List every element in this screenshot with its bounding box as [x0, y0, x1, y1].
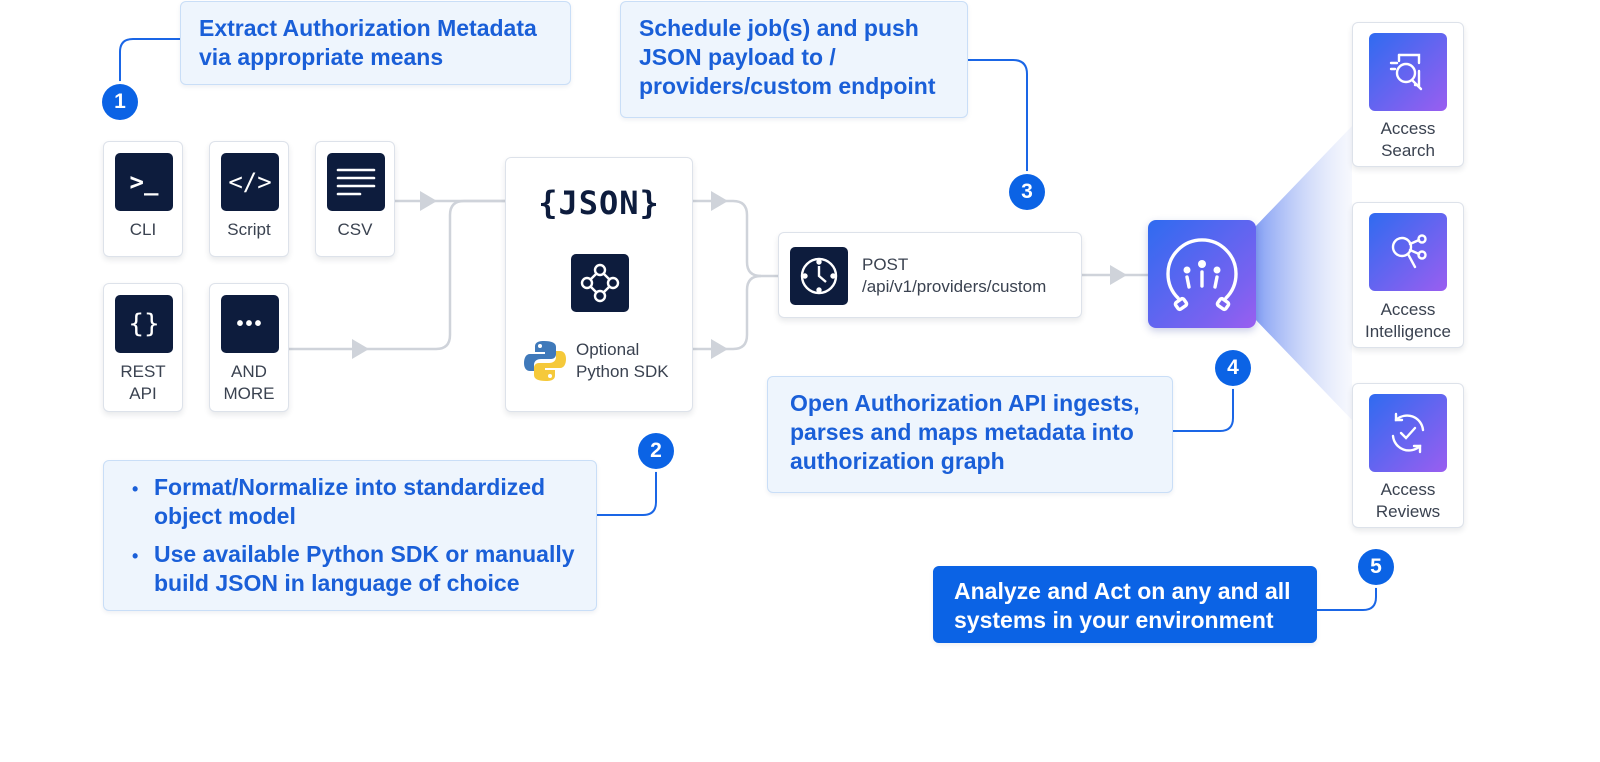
step-2-bullet-1-line-2: object model	[154, 503, 296, 529]
source-more-label: AND MORE	[210, 361, 288, 405]
service-access-reviews: Access Reviews	[1352, 383, 1464, 528]
more-dots-icon: •••	[221, 295, 279, 353]
service-access-search-label: Access Search	[1353, 118, 1463, 162]
step-1-callout: Extract Authorization Metadata via appro…	[180, 1, 571, 85]
step-3-text-line-1: Schedule job(s) and push	[639, 15, 919, 41]
step-2-bullet-2-line-2: build JSON in language of choice	[154, 570, 520, 596]
step-3-text-line-3: providers/custom endpoint	[639, 73, 936, 99]
step-2-bullet-1-line-1: Format/Normalize into standardized	[154, 474, 546, 500]
step-2-bullet-1: Format/Normalize into standardized objec…	[154, 473, 545, 531]
step-1-badge: 1	[102, 84, 138, 120]
step-4-text-line-3: authorization graph	[790, 448, 1005, 474]
source-more-label-line-2: MORE	[223, 384, 275, 403]
service-access-search: Access Search	[1352, 22, 1464, 167]
service-access-intelligence-label-line-1: Access	[1380, 300, 1436, 319]
bullet-dot-1: •	[132, 479, 139, 499]
python-sdk-label-line-2: Python SDK	[576, 362, 669, 381]
connector-more	[289, 199, 505, 351]
arrow-json-out	[711, 191, 728, 211]
leader-step-1	[119, 38, 180, 102]
leader-step-5	[1317, 567, 1377, 611]
endpoint-method: POST	[862, 255, 909, 274]
authorization-hub-icon	[1148, 220, 1256, 328]
step-2-callout: • Format/Normalize into standardized obj…	[103, 460, 597, 611]
step-3-badge: 3	[1009, 174, 1045, 210]
service-access-search-label-line-1: Access	[1380, 119, 1436, 138]
step-2-badge: 2	[638, 433, 674, 469]
step-1-text-line-2: via appropriate means	[199, 44, 444, 70]
source-csv: CSV	[315, 141, 395, 257]
python-sdk-label-line-1: Optional	[576, 340, 640, 359]
arrow-sdk-out	[711, 339, 728, 359]
step-5-badge: 5	[1358, 549, 1394, 585]
step-4-text-line-2: parses and maps metadata into	[790, 419, 1134, 445]
arrow-endpoint-hub	[1110, 265, 1127, 285]
arrow-csv	[420, 191, 437, 211]
source-rest-label-line-2: API	[129, 384, 157, 403]
document-lines-icon	[327, 153, 385, 211]
scheduler-clock-icon	[790, 247, 848, 305]
leader-step-3	[968, 59, 1028, 192]
hub-beam	[1254, 126, 1352, 420]
endpoint-card: POST /api/v1/providers/custom	[778, 232, 1082, 318]
step-1-text-line-1: Extract Authorization Metadata	[199, 15, 537, 41]
service-access-reviews-label-line-2: Reviews	[1375, 502, 1441, 521]
json-logo: {JSON}	[538, 184, 660, 222]
python-sdk-label: Optional Python SDK	[576, 339, 669, 383]
connector-sdk-out	[693, 274, 762, 351]
step-5-text-line-2: systems in your environment	[954, 607, 1274, 633]
connector-json-out	[693, 199, 778, 278]
step-3-text-line-2: JSON payload to /	[639, 44, 836, 70]
source-more-label-line-1: AND	[231, 362, 267, 381]
magnifier-graph-icon	[1369, 213, 1447, 291]
step-5-callout: Analyze and Act on any and all systems i…	[933, 566, 1317, 643]
service-access-intelligence-label-line-2: Intelligence	[1364, 322, 1451, 341]
terminal-icon: >_	[115, 153, 173, 211]
code-icon: </>	[221, 153, 279, 211]
refresh-check-icon	[1369, 394, 1447, 472]
source-cli-label: CLI	[129, 220, 157, 239]
leader-step-2	[597, 452, 657, 516]
search-document-icon	[1369, 33, 1447, 111]
source-and-more: ••• AND MORE	[209, 283, 289, 412]
object-model-icon	[571, 254, 629, 312]
format-card: {JSON} Optional Python SDK	[505, 157, 693, 412]
source-script-label: Script	[227, 220, 271, 239]
source-rest-api: {} REST API	[103, 283, 183, 412]
service-access-intelligence-label: Access Intelligence	[1353, 299, 1463, 343]
step-4-text-line-1: Open Authorization API ingests,	[790, 390, 1140, 416]
service-access-reviews-label-line-1: Access	[1380, 480, 1436, 499]
service-access-intelligence: Access Intelligence	[1352, 202, 1464, 348]
source-cli: >_ CLI	[103, 141, 183, 257]
step-3-callout: Schedule job(s) and push JSON payload to…	[620, 1, 968, 118]
source-rest-label-line-1: REST	[120, 362, 166, 381]
step-2-bullet-2-line-1: Use available Python SDK or manually	[154, 541, 575, 567]
source-script: </> Script	[209, 141, 289, 257]
step-4-badge: 4	[1215, 350, 1251, 386]
bullet-dot-2: •	[132, 546, 139, 566]
step-5-text-line-1: Analyze and Act on any and all	[954, 578, 1291, 604]
source-rest-label: REST API	[104, 361, 182, 405]
braces-icon: {}	[115, 295, 173, 353]
service-access-reviews-label: Access Reviews	[1353, 479, 1463, 523]
step-4-callout: Open Authorization API ingests, parses a…	[767, 376, 1173, 493]
step-2-bullet-2: Use available Python SDK or manually bui…	[154, 540, 575, 598]
service-access-search-label-line-2: Search	[1381, 141, 1435, 160]
leader-step-4	[1173, 368, 1234, 432]
source-csv-label: CSV	[337, 220, 373, 239]
python-logo-icon	[524, 339, 566, 383]
endpoint-path: /api/v1/providers/custom	[862, 277, 1047, 296]
arrow-more	[352, 339, 369, 359]
endpoint-label: POST /api/v1/providers/custom	[862, 254, 1046, 298]
